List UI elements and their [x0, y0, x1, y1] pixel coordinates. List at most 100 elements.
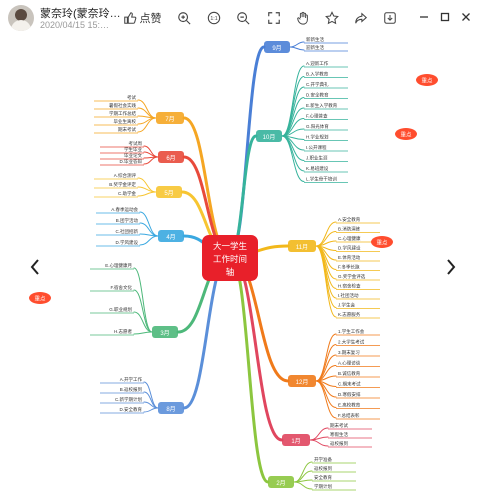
oct-item: K.易班建设: [306, 165, 329, 172]
dec-item: C.期末考试: [338, 381, 361, 388]
dec-item: E.离校教育: [338, 402, 361, 409]
oct-item-line: [281, 65, 305, 137]
dec-item: B.诚信教育: [338, 370, 361, 377]
oct-item-line: [281, 86, 305, 137]
nov-item: B.消防演练: [338, 226, 361, 233]
branch-label-oct: 10月: [263, 134, 276, 141]
mindmap: 新新生活迎新生活A.迎新工作B.入学教育C.开学典礼D.安全教育E.新生入学教育…: [29, 36, 438, 491]
jul-item: 考试: [127, 94, 136, 101]
share-icon: [355, 12, 368, 24]
center-title-line: 大一学生: [213, 241, 248, 251]
branch-line-jan: [228, 253, 284, 442]
sep-item: 新新生活: [306, 36, 324, 43]
fullscreen-button[interactable]: [265, 8, 283, 28]
jul-item-line: [137, 99, 157, 119]
apr-item: C.社团招新: [116, 228, 139, 235]
may-item: C.助学金: [118, 190, 136, 197]
apr-item: A.春季运动会: [111, 206, 138, 213]
chevron-right-icon: [447, 259, 456, 275]
zoom-in-button[interactable]: [175, 8, 193, 28]
like-button[interactable]: 点赞: [122, 8, 162, 28]
mar-item: E.心理健康月: [105, 262, 132, 269]
highlight-badge-label: 重点: [376, 239, 388, 247]
download-icon: [384, 12, 396, 24]
oct-item: C.开学典礼: [306, 81, 329, 88]
jan-item: 寒假生活: [330, 431, 348, 438]
jan-item: 期末考试: [330, 422, 348, 429]
fullscreen-icon: [268, 12, 280, 24]
jan-item-line: [309, 439, 329, 447]
nov-item: E.体育活动: [338, 254, 361, 261]
apr-item: B.团学活动: [116, 217, 139, 224]
dec-item: 1.学生工作会: [338, 328, 365, 335]
branch-label-jun: 6月: [166, 155, 175, 162]
sep-item-line: [289, 41, 305, 48]
jun-item: D.毕业答辩: [120, 158, 143, 165]
oct-item: H.学业规划: [306, 134, 329, 141]
like-label: 点赞: [139, 13, 162, 25]
previous-page-button[interactable]: [26, 255, 44, 279]
branch-line-jul: [182, 116, 232, 257]
nov-item: F.冬季长跑: [338, 264, 360, 271]
next-page-button[interactable]: [442, 255, 460, 279]
dec-item: D.寒假安排: [338, 391, 361, 398]
dec-item: 2.大学生考试: [338, 339, 365, 346]
mar-item-line: [133, 311, 153, 333]
aug-item: C.新学期计划: [115, 396, 142, 403]
aug-item: B.返校报到: [120, 386, 143, 393]
mar-item-line: [133, 331, 153, 335]
close-button[interactable]: [458, 9, 474, 25]
aug-item: A.开学工作: [120, 376, 143, 383]
viewer-toolbar: 蒙奈玲(蒙奈玲… 2020/04/15 15:… 点赞 1:1: [0, 0, 478, 37]
download-button[interactable]: [381, 8, 399, 28]
oct-item-line: [281, 97, 305, 137]
branch-label-mar: 3月: [160, 330, 169, 337]
nov-item-line: [315, 245, 337, 308]
favorite-button[interactable]: [323, 8, 341, 28]
jun-item-line: [143, 156, 159, 165]
zoom-out-button[interactable]: [234, 8, 252, 28]
restore-icon: [440, 12, 450, 22]
nov-item-line: [315, 221, 337, 247]
branch-node-jul: [156, 112, 184, 124]
jul-item: 期末考试: [118, 126, 136, 133]
fit-screen-icon: 1:1: [207, 11, 221, 25]
branch-node-nov: [288, 240, 316, 252]
mar-item-line: [133, 289, 153, 333]
oct-item: D.安全教育: [306, 92, 329, 99]
avatar[interactable]: [8, 5, 34, 31]
oct-item: I.公开课程: [306, 144, 327, 151]
minimize-button[interactable]: [416, 9, 432, 25]
nov-item: A.安全教育: [338, 216, 361, 223]
may-item-line: [137, 191, 157, 197]
feb-item: 返校报到: [314, 465, 332, 472]
branch-label-apr: 4月: [166, 234, 175, 241]
feb-item: 学期计划: [314, 483, 332, 490]
oct-item: A.迎新工作: [306, 60, 329, 67]
branch-node-mar: [152, 326, 178, 338]
branch-node-dec: [288, 375, 316, 387]
mar-item: F.宿舍文化: [111, 284, 133, 291]
zoom-out-icon: [237, 12, 250, 25]
aug-item-line: [143, 407, 159, 413]
hand-tool-button[interactable]: [294, 8, 312, 28]
oct-item: E.新生入学教育: [306, 102, 338, 109]
mar-item: G.职业规划: [109, 306, 132, 313]
dec-item: F.总结表彰: [338, 412, 360, 419]
restore-button[interactable]: [437, 9, 453, 25]
close-icon: [462, 13, 470, 21]
branch-label-may: 5月: [164, 190, 173, 197]
branch-label-feb: 2月: [276, 480, 285, 487]
actual-size-button[interactable]: 1:1: [205, 8, 223, 28]
thumb-up-icon: [123, 12, 136, 24]
jun-item: 学生毕业: [124, 146, 142, 153]
feb-item: 开学准备: [314, 456, 332, 463]
jan-item: 返校报到: [330, 440, 348, 447]
oct-item-line: [281, 135, 305, 182]
jul-item: 学期工作总结: [109, 110, 136, 117]
star-icon: [325, 11, 339, 25]
branch-node-aug: [158, 402, 184, 414]
share-button[interactable]: [352, 8, 370, 28]
aug-item: D.安全教育: [120, 406, 143, 413]
